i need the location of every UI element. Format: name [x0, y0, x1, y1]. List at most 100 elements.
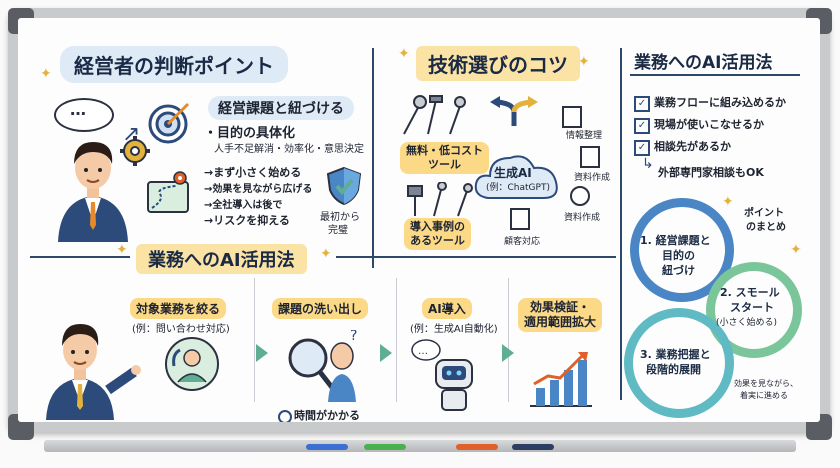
cloud-example: (例：ChatGPT)	[486, 183, 550, 193]
use-label: 顧客対応	[504, 237, 541, 247]
row-divider	[30, 256, 130, 258]
cloud-icon	[474, 155, 558, 199]
document-icon	[562, 106, 582, 128]
case-tool-label: 導入事例の あるツール	[404, 218, 471, 250]
step-arrow-icon	[256, 344, 268, 362]
step1-example: (例：問い合わせ対応)	[132, 324, 230, 335]
thought-bubble-icon: …	[54, 98, 114, 132]
step-item: →まず小さく始める	[204, 166, 302, 179]
column-divider	[620, 48, 622, 400]
step4-line: 効果検証・	[530, 300, 591, 314]
target-icon	[148, 102, 190, 144]
step-separator	[396, 278, 397, 402]
check-item: 相談先があるか	[654, 140, 731, 153]
cloud-title: 生成AI	[494, 166, 532, 180]
summary-title: のまとめ	[746, 222, 786, 233]
cycle-step-2: 2. スモール	[720, 286, 780, 299]
svg-text:?: ?	[350, 330, 357, 344]
section-title-tech-tips: 技術選びのコツ	[416, 46, 580, 81]
section-title-ai-usage: 業務へのAI活用法	[634, 53, 773, 73]
green-marker	[364, 444, 406, 450]
summary-title: ポイント	[744, 208, 784, 219]
svg-text:…: …	[418, 346, 428, 357]
headset-icon	[570, 186, 590, 206]
step-item: →リスクを抑える	[204, 214, 290, 227]
cycle-step-2: スタート	[730, 301, 774, 314]
progress-note: 効果を見ながら、	[734, 379, 798, 388]
use-label: 情報整理	[566, 131, 603, 141]
sparkle-icon: ✦	[722, 194, 734, 210]
section-title-ai-steps: 業務へのAI活用法	[136, 244, 307, 274]
progress-note: 着実に進める	[740, 391, 788, 400]
sparkle-icon: ✦	[40, 66, 52, 82]
businessman-icon	[58, 142, 128, 242]
cycle-ring-green	[706, 262, 802, 358]
whiteboard-surface: 経営者の判断ポイント ✦ … ↗ 経営課題と紐づける ・目的の具体化 人手不足解…	[18, 18, 820, 422]
sparkle-icon: ✦	[398, 46, 410, 62]
case-tool-line: 導入事例の	[410, 220, 465, 233]
clock-icon	[278, 410, 292, 422]
check-item: 現場が使いこなせるか	[654, 118, 764, 131]
sparkle-icon: ✦	[790, 242, 802, 258]
shield-label: 最初から	[320, 212, 360, 223]
sparkle-icon: ✦	[578, 54, 590, 70]
step2-note: 時間がかかる	[294, 409, 360, 422]
sparkle-icon: ✦	[320, 246, 332, 262]
step-separator	[254, 278, 255, 402]
section-title-judgement: 経営者の判断ポイント	[60, 46, 288, 83]
purpose-examples: 人手不足解消・効率化・意思決定	[214, 144, 364, 155]
step-item: →効果を見ながら広げる	[204, 184, 313, 195]
turn-arrow-icon: ↳	[642, 156, 654, 172]
shield-icon	[326, 166, 362, 206]
step4-line: 適用範囲拡大	[524, 315, 597, 329]
blue-marker	[306, 444, 348, 450]
free-tool-line: 無料・低コスト	[406, 144, 483, 157]
free-tool-label: 無料・低コスト ツール	[400, 142, 489, 174]
step3-title: AI導入	[422, 298, 472, 319]
cycle-step-1: 目的の	[662, 249, 695, 262]
step3-example: (例：生成AI自動化)	[410, 324, 498, 335]
cycle-step-2: (小さく始める)	[716, 318, 778, 328]
cycle-step-3: 3. 業務把握と	[640, 348, 711, 361]
title-underline	[630, 74, 800, 76]
step2-title: 課題の洗い出し	[272, 298, 369, 319]
document-icon	[510, 208, 530, 230]
shield-label: 完璧	[328, 225, 348, 236]
step-item: →全社導入は後で	[204, 200, 283, 211]
row-divider	[336, 256, 616, 258]
column-divider	[372, 48, 374, 268]
case-tool-line: あるツール	[410, 234, 465, 247]
tools-icon	[407, 182, 473, 217]
purpose-point: ・目的の具体化	[204, 126, 296, 141]
checkbox-icon: ✓	[634, 118, 650, 134]
cycle-ring-blue	[630, 198, 734, 302]
free-tool-line: ツール	[428, 158, 461, 171]
check-item: 業務フローに組み込めるか	[654, 96, 786, 109]
cycle-step-3: 段階的展開	[646, 363, 701, 376]
consult-note: 外部専門家相談もOK	[658, 166, 764, 179]
sparkle-icon: ✦	[116, 242, 128, 258]
map-route-icon	[147, 171, 189, 213]
orange-marker	[456, 444, 498, 450]
magnifier-person-icon: ?	[288, 330, 357, 402]
cycle-ring-teal	[624, 308, 734, 418]
phone-support-icon	[165, 337, 219, 391]
use-label: 資料作成	[574, 173, 611, 183]
gear-icon	[120, 136, 150, 166]
tools-icon	[403, 95, 466, 135]
cycle-step-1: 1. 経営課題と	[640, 234, 711, 247]
navy-marker	[512, 444, 554, 450]
checkbox-icon: ✓	[634, 140, 650, 156]
use-label: 資料作成	[564, 213, 601, 223]
checkbox-icon: ✓	[634, 96, 650, 112]
step1-title: 対象業務を絞る	[130, 298, 227, 319]
cycle-step-1: 紐づけ	[662, 264, 695, 277]
topic-label: 経営課題と紐づける	[208, 96, 354, 120]
curved-arrow-icon: ↗	[122, 122, 141, 147]
marker-tray	[44, 440, 796, 452]
growth-chart-icon	[530, 352, 592, 407]
step-separator	[508, 278, 509, 402]
step-arrow-icon	[380, 344, 392, 362]
document-icon	[580, 146, 600, 168]
presenter-icon	[46, 324, 141, 420]
